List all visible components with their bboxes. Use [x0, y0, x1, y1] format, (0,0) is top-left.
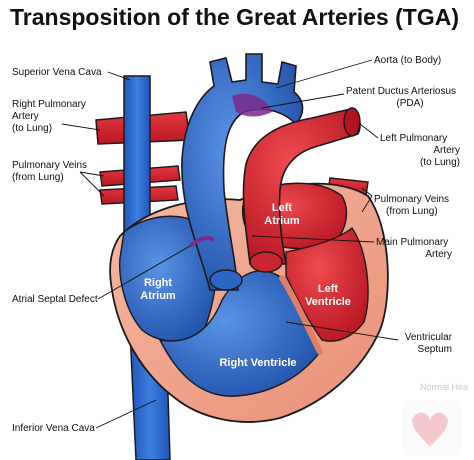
label-ventricular-septum-2: Septum — [418, 344, 452, 355]
ventricular-septum — [279, 275, 323, 355]
label-right-pulmonary-artery-2: Artery — [12, 111, 39, 122]
label-inferior-vena-cava: Inferior Vena Cava — [12, 423, 95, 434]
label-pulmonary-veins-right-1: Pulmonary Veins — [374, 194, 449, 205]
label-main-pulmonary-artery-1: Main Pulmonary — [376, 237, 448, 248]
label-ventricular-septum-1: Ventricular — [405, 332, 453, 343]
superior-vena-cava — [123, 75, 151, 241]
label-superior-vena-cava: Superior Vena Cava — [12, 67, 102, 78]
label-pulmonary-veins-left-1: Pulmonary Veins — [12, 160, 87, 171]
label-left-pulmonary-artery-3: (to Lung) — [420, 157, 460, 168]
label-pulmonary-veins-left-2: (from Lung) — [12, 172, 64, 183]
right-atrium-label-2: Atrium — [140, 290, 176, 302]
leader-lines — [61, 59, 399, 429]
left-ventricle — [285, 226, 369, 342]
pulmonary-root-opening — [249, 251, 283, 273]
left-pulmonary-artery — [343, 107, 361, 137]
label-left-pulmonary-artery-2: Artery — [433, 145, 460, 156]
right-atrium-label-1: Right — [144, 277, 172, 289]
label-atrial-septal-defect: Atrial Septal Defect — [12, 294, 98, 305]
label-pda-1: Patent Ductus Arteriosus — [346, 86, 456, 97]
aorta — [181, 53, 304, 291]
atrial-septal-defect — [188, 236, 216, 248]
left-ventricle-label-2: Ventricle — [305, 296, 351, 308]
left-atrium-label-2: Atrium — [264, 215, 300, 227]
left-atrium-label-1: Left — [272, 202, 293, 214]
aortic-root-opening — [209, 269, 243, 291]
label-main-pulmonary-artery-2: Artery — [425, 249, 452, 260]
watermark-heart-icon — [402, 400, 462, 456]
label-pda-2: (PDA) — [396, 98, 423, 109]
page-title: Transposition of the Great Arteries (TGA… — [10, 4, 459, 30]
right-ventricle-label: Right Ventricle — [219, 357, 296, 369]
left-ventricle-label-1: Left — [318, 283, 339, 295]
label-right-pulmonary-artery-3: (to Lung) — [12, 123, 52, 134]
label-aorta: Aorta (to Body) — [374, 55, 441, 66]
label-left-pulmonary-artery-1: Left Pulmonary — [380, 133, 447, 144]
label-pulmonary-veins-right-2: (from Lung) — [386, 206, 438, 217]
label-right-pulmonary-artery-1: Right Pulmonary — [12, 99, 86, 110]
watermark-text: Normal Hea — [420, 382, 468, 392]
patent-ductus-arteriosus — [232, 93, 272, 117]
